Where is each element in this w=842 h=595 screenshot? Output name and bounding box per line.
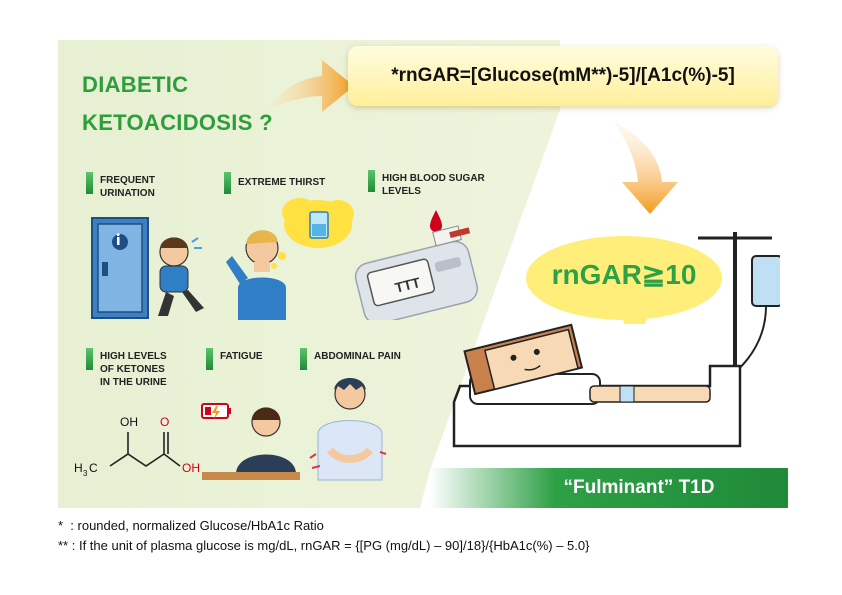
abdominal-pain-illustration (309, 378, 387, 481)
outcome-label: “Fulminant” T1D (563, 477, 715, 498)
symptom-bar (368, 170, 375, 192)
symptom-label: OF KETONES (100, 364, 165, 375)
symptom-ketones: HIGH LEVELS OF KETONES IN THE URINE (100, 350, 167, 389)
symptom-frequent-urination: FREQUENT URINATION (100, 174, 155, 200)
footnote-1: * : rounded, normalized Glucose/HbA1c Ra… (58, 518, 324, 533)
methyl-c-label: C (89, 461, 98, 475)
hydroxyl-label: OH (120, 415, 138, 429)
symptom-abdominal-pain: ABDOMINAL PAIN (314, 350, 401, 363)
symptom-fatigue: FATIGUE (220, 350, 263, 363)
symptom-label: URINATION (100, 188, 155, 199)
symptom-bar (224, 172, 231, 194)
rngar-threshold: rnGAR≧10 (551, 259, 697, 290)
arrow-right-icon (266, 60, 354, 112)
thirsty-person-illustration (226, 198, 354, 320)
methyl-h-label: H (74, 461, 83, 475)
beta-hydroxybutyrate-structure: OH O OH H 3 C (74, 415, 200, 478)
symptom-label: IN THE URINE (100, 377, 167, 388)
speech-bubble (526, 236, 722, 324)
outcome-banner: “Fulminant” T1D (430, 468, 788, 508)
toilet-door-illustration (91, 217, 204, 319)
carbonyl-oxygen-label: O (160, 415, 169, 429)
patient-in-bed-illustration (452, 232, 780, 448)
arrow-down-icon (614, 122, 678, 214)
symptom-label: FATIGUE (220, 351, 263, 362)
symptom-label: FREQUENT (100, 175, 155, 186)
symptom-label: HIGH BLOOD SUGAR (382, 173, 485, 184)
page-title-line-1: DIABETIC (82, 72, 189, 97)
symptom-extreme-thirst: EXTREME THIRST (238, 176, 325, 189)
symptom-bar (206, 348, 213, 370)
symptom-bar (300, 348, 307, 370)
page-title-line-2: KETOACIDOSIS ? (82, 110, 273, 135)
symptom-bar (86, 172, 93, 194)
symptom-label: EXTREME THIRST (238, 177, 326, 188)
symptom-label: HIGH LEVELS (100, 351, 167, 362)
methyl-subscript: 3 (83, 469, 88, 478)
symptom-label: ABDOMINAL PAIN (314, 351, 401, 362)
symptom-high-blood-sugar: HIGH BLOOD SUGAR LEVELS (382, 172, 485, 198)
meter-display: TTT (393, 274, 422, 296)
symptom-label: LEVELS (382, 186, 421, 197)
symptom-bar (86, 348, 93, 370)
acid-hydroxyl-label: OH (182, 461, 200, 475)
footnote-2: ** : If the unit of plasma glucose is mg… (58, 538, 590, 553)
glucose-meter-illustration: TTT (354, 210, 479, 320)
formula-box: *rnGAR=[Glucose(mM**)-5]/[A1c(%)-5] (348, 46, 778, 106)
fatigued-person-illustration (201, 403, 300, 480)
